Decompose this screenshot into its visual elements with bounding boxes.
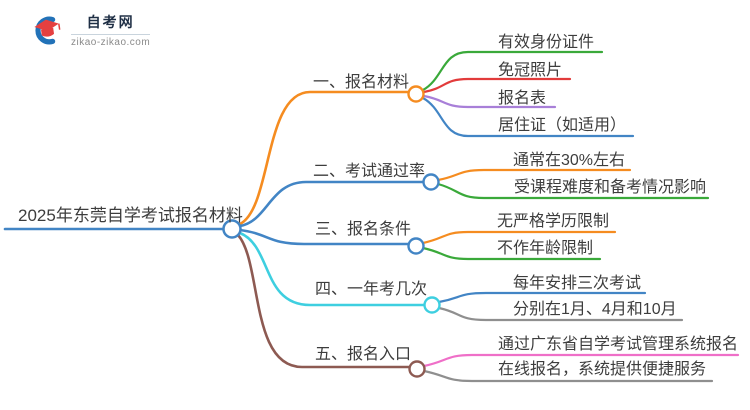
branch-2-label: 二、考试通过率 [313, 163, 426, 180]
branch-3-label: 三、报名条件 [315, 221, 412, 238]
branch-5-node[interactable] [408, 360, 426, 378]
branch-5-child-2-line [422, 369, 714, 383]
branch-1-child-3-label: 报名表 [498, 90, 547, 107]
logo-title: 自考网 [86, 14, 135, 30]
branch-2-child-2-label: 受课程难度和备考情况影响 [514, 179, 707, 196]
branch-2-child-2-line [436, 182, 710, 200]
branch-1-child-2-label: 免冠照片 [498, 62, 563, 79]
branch-1-child-4-line [421, 96, 635, 138]
branch-1-child-3-line [422, 94, 557, 109]
branch-3-node[interactable] [407, 237, 425, 255]
logo-crescent-shape [35, 16, 56, 44]
branch-3-child-1-line [421, 230, 617, 245]
branch-1-child-1-label: 有效身份证件 [498, 34, 595, 51]
branch-4-child-2-line [437, 306, 684, 322]
zikao-logo[interactable]: 自考网 zikao-zikao.com [28, 12, 151, 48]
logo-graduation-cap-icon [34, 19, 61, 37]
cap-top [34, 19, 59, 31]
branch-1-node[interactable] [407, 85, 425, 103]
branch-1-label: 一、报名材料 [313, 74, 410, 91]
branch-4-label: 四、一年考几次 [315, 281, 428, 298]
branch-5-label: 五、报名入口 [315, 346, 412, 363]
cap-tassel [58, 22, 61, 30]
branch-5-line [236, 233, 411, 369]
branch-5-child-1-line [422, 353, 740, 368]
branch-1-child-2-line [422, 77, 572, 94]
branch-4-child-2-label: 分别在1月、4月和10月 [513, 301, 677, 318]
logo-domain: zikao-zikao.com [71, 37, 151, 48]
branch-2-node[interactable] [422, 173, 440, 191]
zikao-logo-icon [34, 16, 61, 44]
logo-text-block: 自考网 zikao-zikao.com [71, 12, 151, 48]
cap-base [40, 27, 55, 37]
branch-2-child-1-line [436, 168, 632, 182]
branch-3-child-2-label: 不作年龄限制 [497, 240, 594, 257]
branch-5-child-2-label: 在线报名，系统提供便捷服务 [498, 361, 707, 378]
branch-1-child-4-label: 居住证（如适用） [498, 117, 627, 134]
branch-3-line [238, 228, 410, 246]
branch-4-child-1-label: 每年安排三次考试 [513, 275, 642, 292]
root-node[interactable] [222, 219, 242, 239]
branch-1-line [238, 90, 410, 226]
branch-3-child-2-line [421, 246, 602, 261]
branch-2-line [238, 180, 425, 228]
branch-1-child-1-line [421, 50, 604, 92]
branch-2-child-1-label: 通常在30%左右 [513, 152, 626, 169]
branch-3-child-1-label: 无严格学历限制 [497, 213, 610, 230]
branch-5-child-1-label: 通过广东省自学考试管理系统报名 [498, 336, 739, 353]
logo-divider [71, 34, 151, 35]
branch-4-child-1-line [437, 291, 647, 304]
root-label: 2025年东莞自学考试报名材料 [18, 206, 243, 225]
branch-4-node[interactable] [423, 296, 441, 314]
branch-4-line [238, 231, 426, 307]
